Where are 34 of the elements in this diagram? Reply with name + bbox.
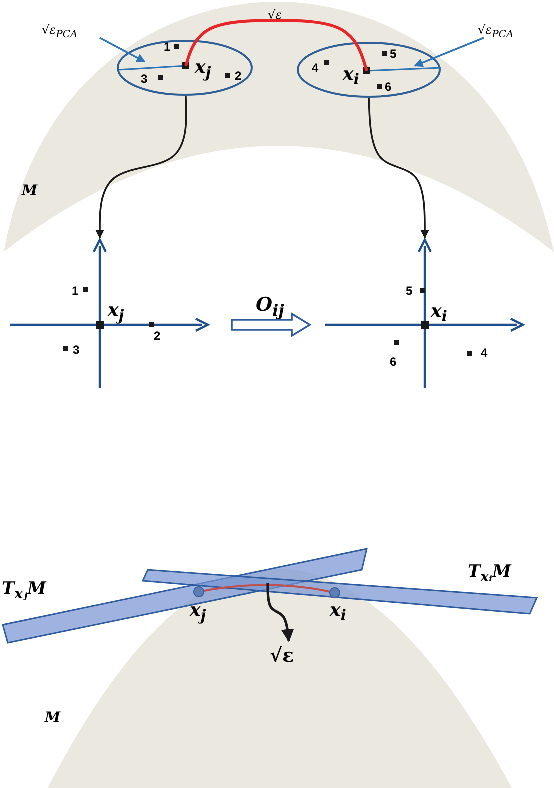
geodesic-curve [184,19,368,72]
point-label: x$_{i}$ [431,301,448,326]
edge-label: √ε [268,8,282,22]
math-label: √ε [270,646,310,672]
point-label: 6 [385,80,392,94]
math-label: √ε$_{PCA}$ [42,24,104,44]
edge-label: O$_{ij}$ [256,294,284,320]
point-label: 4 [312,61,319,75]
point-label: x$_{i}$ [343,64,360,89]
curved-arrow [368,98,430,239]
curved-arrow [100,37,146,63]
point-label: x$_{i}$ [330,600,346,625]
math-label: √ε$_{PCA}$ [478,24,540,44]
manifold-label: M [45,710,60,726]
point-label: 1 [72,284,79,298]
point-label: 3 [141,72,148,86]
point-label: 4 [481,346,488,360]
manifold-label: M [22,183,38,199]
point-label: x$_{j}$ [195,57,212,82]
point-label: 5 [390,47,397,61]
point-label: 6 [390,355,397,369]
point-label: x$_{j}$ [190,600,206,625]
point-label: x$_{j}$ [108,300,124,325]
point-label: T$_{xᵢ}$M [468,562,512,586]
point-label: 2 [154,329,161,343]
curved-arrow [96,96,188,239]
point-label: T$_{xⱼ}$M [2,579,46,602]
point-label: 3 [73,343,80,357]
transform-arrow [231,312,312,338]
point-label: 1 [164,40,171,54]
curved-arrow [414,37,484,68]
point-label: 5 [406,284,413,298]
point-label: 2 [235,69,242,83]
curved-arrow [266,583,294,642]
